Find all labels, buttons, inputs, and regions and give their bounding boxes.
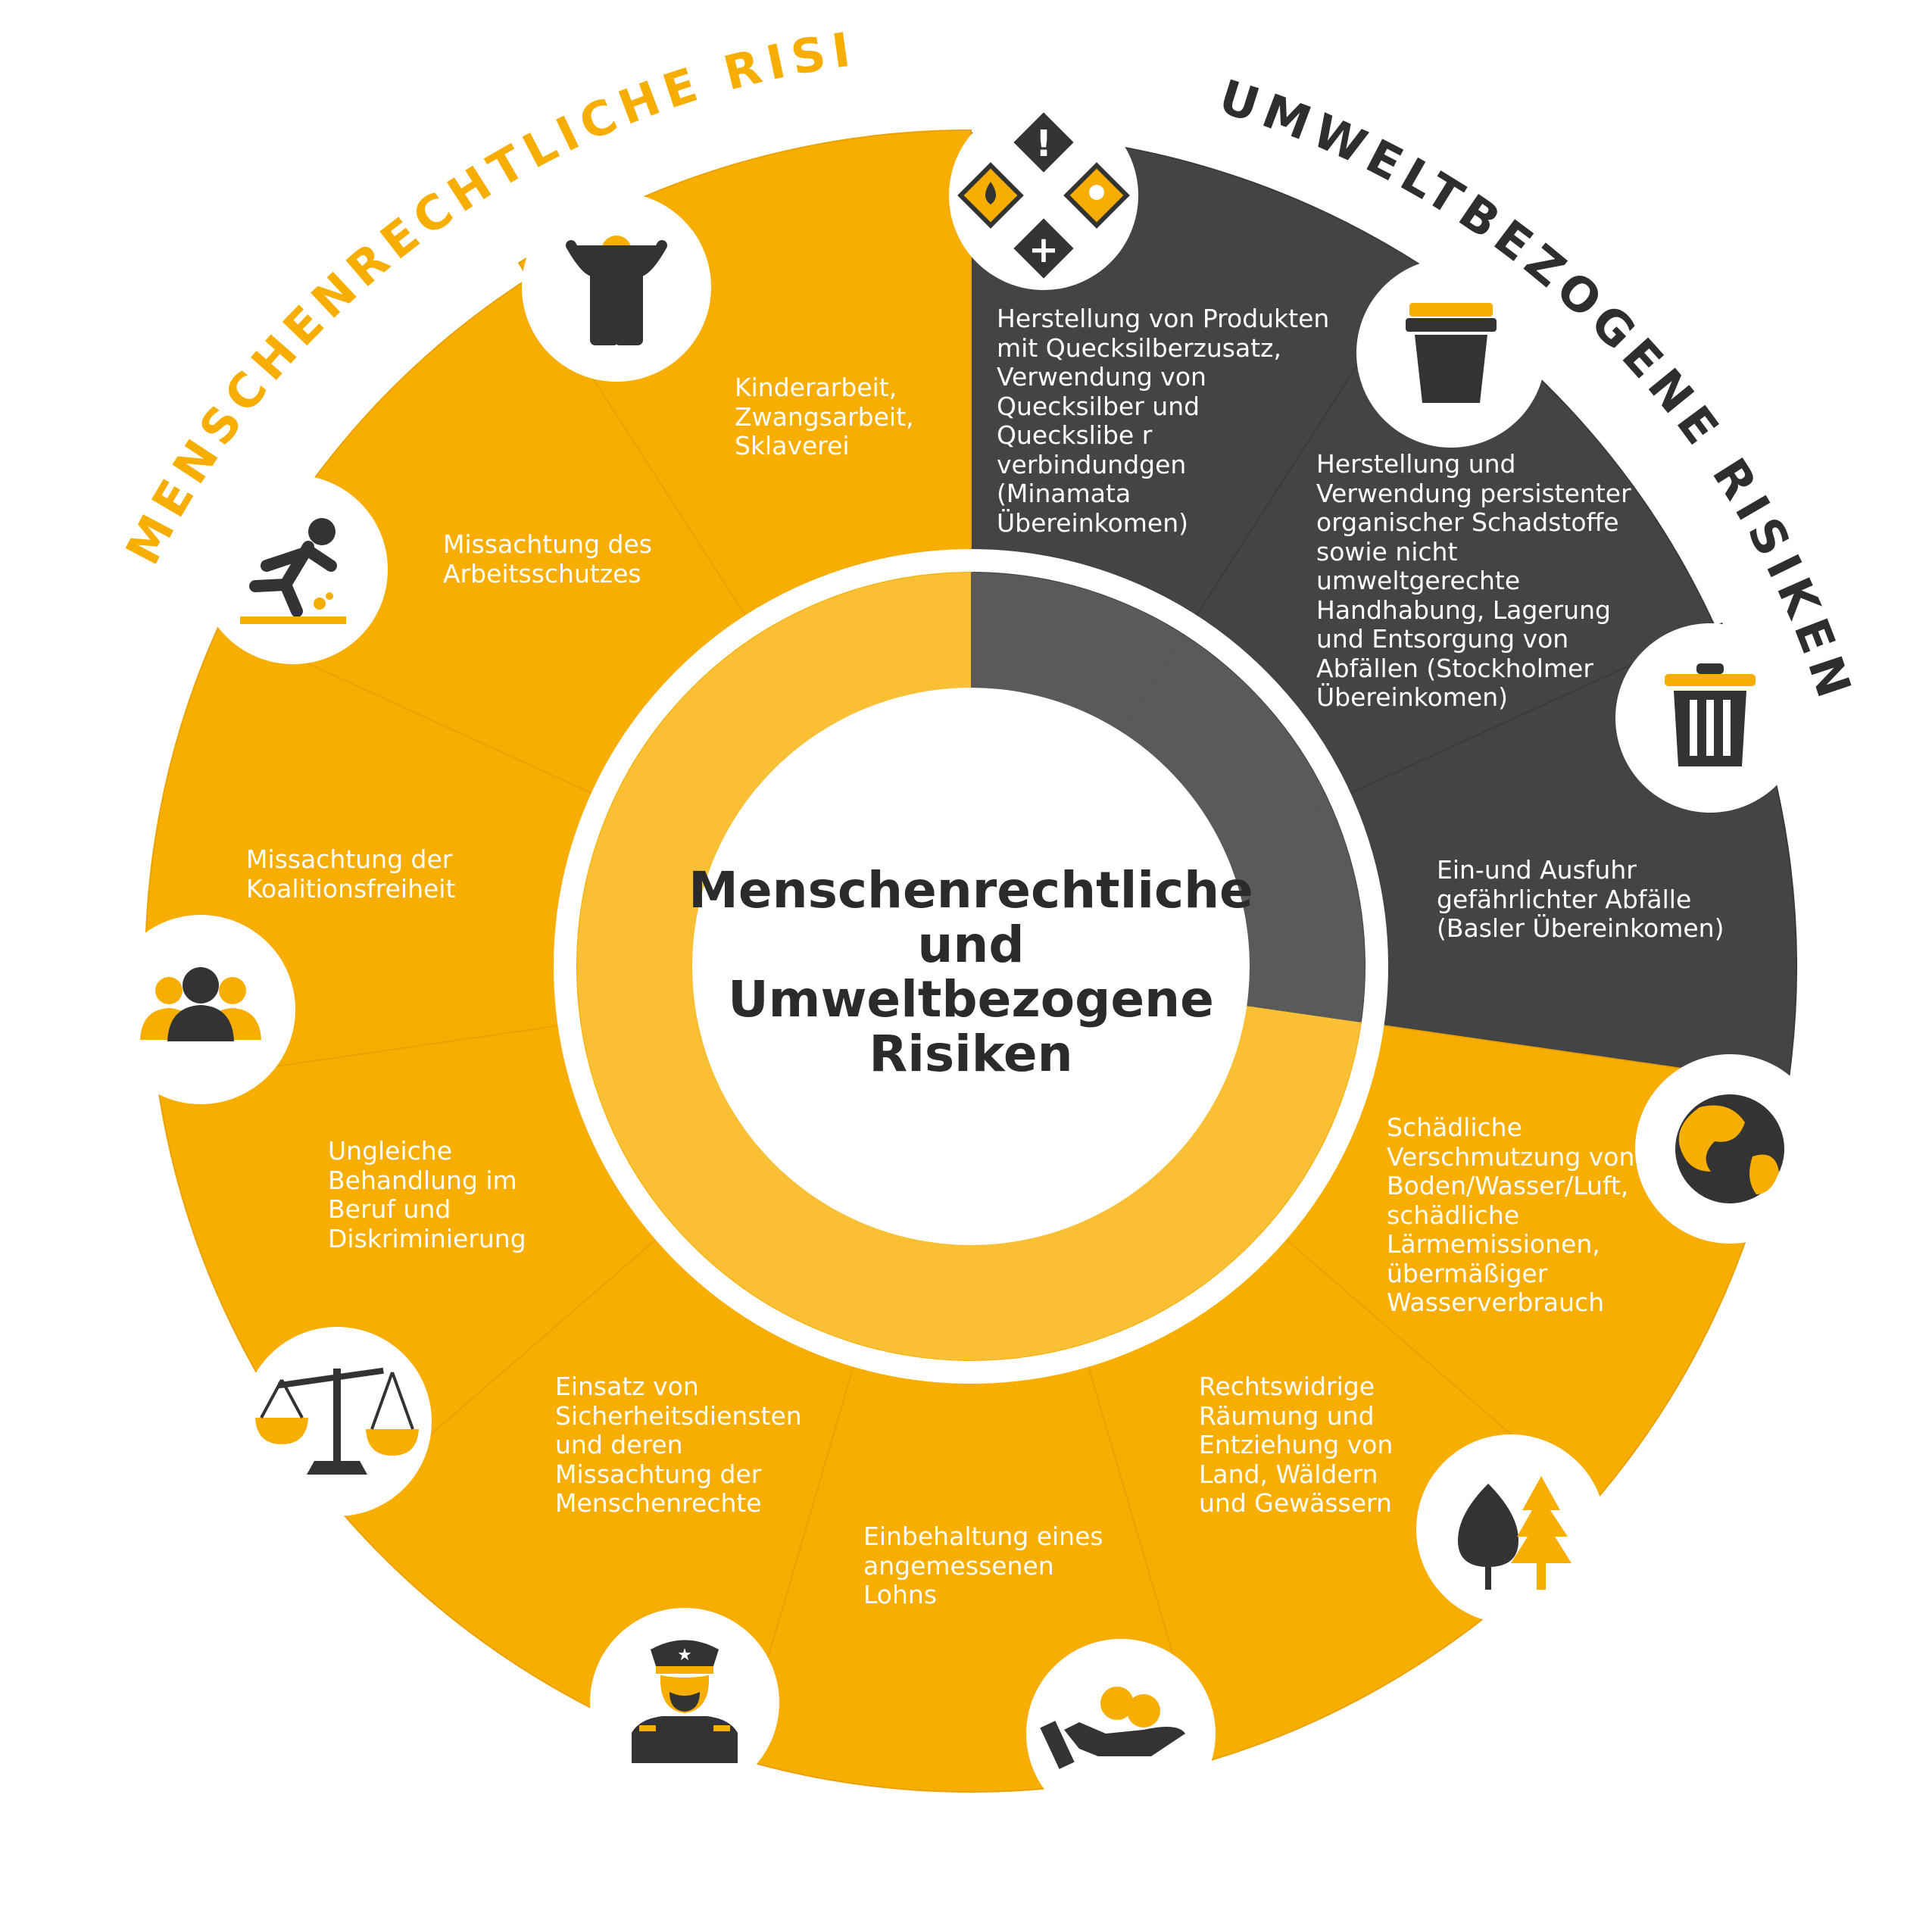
inner-band-segment: [971, 573, 1184, 732]
cup-icon: [1406, 303, 1497, 403]
hand-coins-icon: [1040, 1687, 1185, 1769]
inner-band-segment: [581, 1006, 760, 1225]
people-group-icon: [140, 967, 261, 1041]
svg-text:★: ★: [677, 1646, 692, 1665]
inner-band-segment: [860, 1234, 1082, 1361]
inner-band-segment: [1049, 1148, 1269, 1344]
scales-icon: [255, 1367, 419, 1475]
segment-label-security-forces: Einsatz von Sicherheitsdiensten und dere…: [555, 1372, 802, 1518]
inner-band-segment: [1121, 635, 1330, 851]
center-title: Menschenrechtliche und Umweltbezogene Ri…: [688, 861, 1253, 1083]
segment-label-land-eviction: Rechtswidrige Räumung und Entziehung von…: [1199, 1372, 1394, 1518]
hazard-signs-icon: ! +: [957, 112, 1130, 279]
inner-band-segment: [673, 1148, 893, 1344]
child-icon: [566, 236, 667, 345]
inner-band-segment: [757, 573, 971, 732]
icon-notch: [949, 101, 1138, 290]
segment-label-freedom-of-association: Missachtung der Koalitionsfreiheit: [246, 844, 456, 904]
inner-band-segment: [612, 635, 821, 851]
segment-label-pollution: Schädliche Verschmutzung von Boden/Wasse…: [1387, 1113, 1635, 1317]
segment-label-mercury: Herstellung von Produkten mit Quecksilbe…: [997, 304, 1330, 538]
inner-band-segment: [577, 802, 718, 1023]
trash-can-icon: [1665, 663, 1756, 766]
segment-label-wages: Einbehaltung eines angemessenen Lohns: [863, 1522, 1103, 1609]
falling-worker-icon: [240, 518, 346, 624]
trees-icon: [1458, 1476, 1572, 1590]
svg-text:+: +: [1028, 229, 1059, 271]
center-circle: [692, 688, 1250, 1245]
segment-label-occupational-safety: Missachtung des Arbeitsschutzes: [443, 529, 652, 588]
svg-text:!: !: [1035, 123, 1052, 165]
segment-label-hazardous-waste: Ein-und Ausfuhr gefährlichter Abfälle (B…: [1437, 855, 1724, 943]
inner-band-segment: [1224, 802, 1366, 1023]
police-officer-icon: ★: [632, 1640, 738, 1763]
globe-icon: [1675, 1094, 1784, 1203]
segment-label-child-labour: Kinderarbeit, Zwangsarbeit, Sklaverei: [735, 373, 914, 460]
white-ring: [554, 549, 1388, 1384]
segment-label-pollutants: Herstellung und Verwendung persistenter …: [1316, 449, 1631, 712]
segment-label-discrimination: Ungleiche Behandlung im Beruf und Diskri…: [328, 1136, 526, 1253]
inner-band-segment: [1181, 1006, 1361, 1225]
